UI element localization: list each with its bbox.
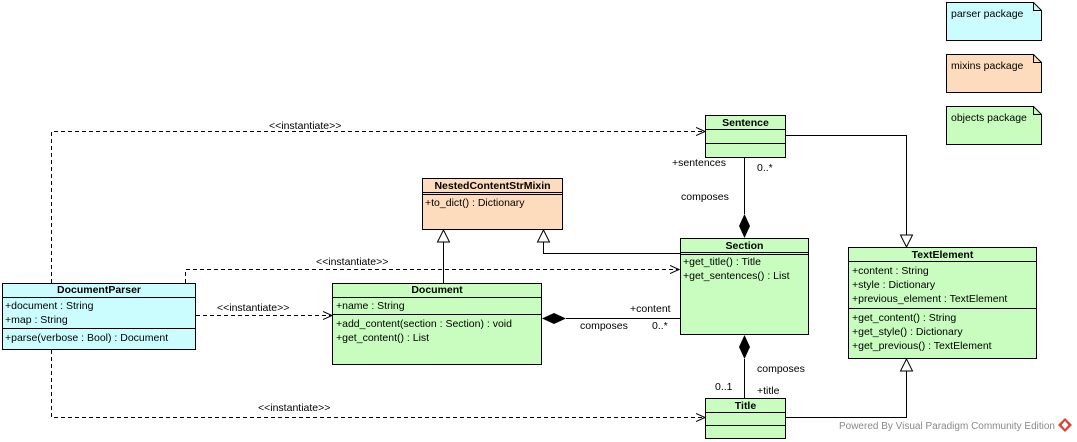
documentparser-attribute: +document : String: [5, 300, 94, 312]
title-role-label: +title: [757, 385, 780, 397]
class-documentparser[interactable]: DocumentParser +document : String +map :…: [2, 283, 196, 350]
section-class-name: Section: [726, 240, 764, 252]
objects-note-shape: [946, 106, 1042, 145]
sentences-multiplicity-label: 0..*: [757, 162, 773, 174]
composes-content-label: composes: [580, 320, 628, 332]
document-operation: +get_content() : List: [336, 332, 429, 344]
title-generalization: [786, 357, 914, 418]
document-class-name: Document: [411, 284, 463, 296]
parser-note-shape: [946, 2, 1042, 41]
document-mixin-generalization: [436, 228, 451, 283]
content-role-label: +content: [630, 303, 671, 315]
class-document[interactable]: Document +name : String +add_content(sec…: [332, 283, 542, 365]
section-mixin-generalization: [536, 228, 681, 254]
mixin-box: [422, 178, 563, 230]
documentparser-operation: +parse(verbose : Bool) : Document: [5, 332, 168, 344]
composes-title-label: composes: [757, 363, 805, 375]
objects-package-note[interactable]: objects package: [946, 106, 1042, 145]
sentence-box: [705, 115, 786, 158]
mixins-note-shape: [946, 54, 1042, 93]
documentparser-attribute: +map : String: [5, 314, 68, 326]
mixins-package-note[interactable]: mixins package: [946, 54, 1042, 93]
parser-package-note[interactable]: parser package: [946, 2, 1042, 41]
instantiate-section-dependency: [185, 270, 680, 283]
instantiate-title-dependency: [51, 350, 706, 418]
parser-note-label: parser package: [951, 8, 1024, 20]
class-section[interactable]: Section +get_title() : Title +get_senten…: [680, 238, 809, 335]
mixin-class-name: NestedContentStrMixin: [434, 180, 550, 192]
textelement-box: [848, 247, 1037, 359]
class-title[interactable]: Title: [705, 398, 786, 439]
section-operation: +get_title() : Title: [683, 256, 761, 268]
objects-note-label: objects package: [951, 112, 1027, 124]
document-content-composition: [542, 313, 681, 324]
instantiate-title-label: <<instantiate>>: [258, 402, 330, 414]
watermark: Powered By Visual Paradigm Community Edi…: [839, 418, 1072, 432]
title-box: [705, 398, 786, 439]
textelement-operation: +get_previous() : TextElement: [852, 340, 992, 352]
textelement-attribute: +content : String: [852, 265, 929, 277]
section-sentences-composition: [739, 158, 750, 238]
class-textelement[interactable]: TextElement +content : String +style : D…: [848, 247, 1037, 359]
class-nestedcontentstrmixin[interactable]: NestedContentStrMixin +to_dict() : Dicti…: [422, 178, 563, 230]
section-title-composition: [739, 335, 750, 398]
title-class-name: Title: [735, 400, 757, 412]
documentparser-class-name: DocumentParser: [57, 284, 141, 296]
watermark-text: Powered By Visual Paradigm Community Edi…: [839, 421, 1055, 432]
document-attribute: +name : String: [336, 300, 405, 312]
instantiate-section-label: <<instantiate>>: [316, 256, 388, 268]
textelement-class-name: TextElement: [912, 249, 974, 261]
textelement-attribute: +style : Dictionary: [852, 279, 936, 291]
textelement-operation: +get_content() : String: [852, 312, 956, 324]
title-multiplicity-label: 0..1: [715, 381, 733, 393]
section-operation: +get_sentences() : List: [683, 270, 790, 282]
textelement-attribute: +previous_element : TextElement: [852, 293, 1007, 305]
visual-paradigm-logo-icon: [1058, 418, 1072, 432]
documentparser-box: [2, 283, 196, 350]
instantiate-document-label: <<instantiate>>: [217, 302, 289, 314]
class-sentence[interactable]: Sentence: [705, 115, 786, 158]
composes-sentences-label: composes: [681, 191, 729, 203]
mixins-note-label: mixins package: [951, 60, 1024, 72]
sentence-generalization: [786, 135, 914, 249]
sentence-class-name: Sentence: [722, 117, 769, 129]
instantiate-sentence-dependency: [51, 132, 706, 283]
document-operation: +add_content(section : Section) : void: [336, 318, 512, 330]
mixin-operation: +to_dict() : Dictionary: [425, 197, 525, 209]
content-multiplicity-label: 0..*: [652, 320, 668, 332]
instantiate-sentence-label: <<instantiate>>: [269, 120, 341, 132]
textelement-operation: +get_style() : Dictionary: [852, 326, 963, 338]
sentences-role-label: +sentences: [672, 157, 726, 169]
